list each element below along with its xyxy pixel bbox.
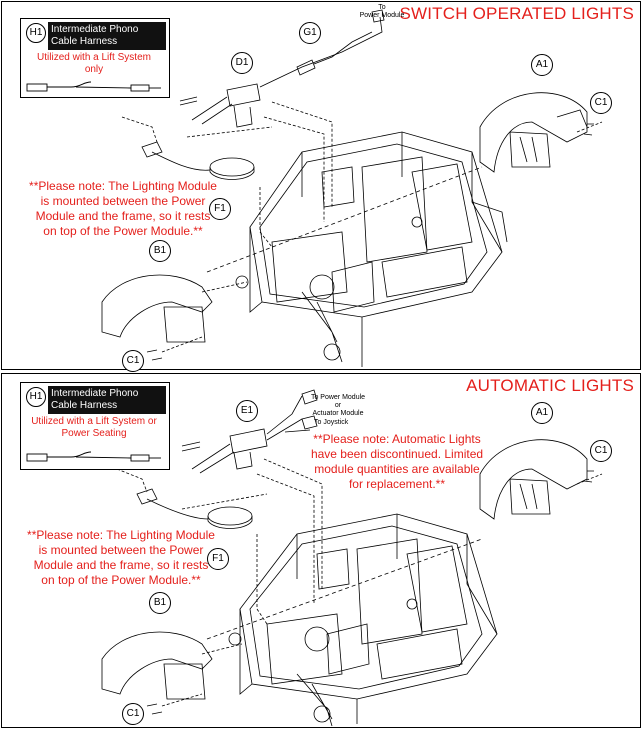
inset-note-line1: Utilized with a Lift System <box>37 52 151 63</box>
callout-c1-right: C1 <box>590 440 612 462</box>
to-power-line2: or <box>334 402 342 409</box>
auto-note-line2: have been discontinued. Limited <box>310 447 484 461</box>
callout-g1: G1 <box>299 22 321 44</box>
callout-c1-left: C1 <box>122 703 144 725</box>
inset-heading: Intermediate Phono Cable Harness <box>48 386 166 414</box>
note-line4: on top of the Power Module.** <box>41 573 201 587</box>
callout-c1-left: C1 <box>122 350 144 372</box>
frame-drawing <box>101 389 603 727</box>
note-line2: is mounted between the Power <box>38 543 204 557</box>
callout-b1: B1 <box>149 592 171 614</box>
automatic-lights-panel: AUTOMATIC LIGHTS H1 Intermediate Phono C… <box>1 373 641 728</box>
auto-note-line3: module quantities are available <box>314 462 480 476</box>
callout-h1: H1 <box>26 387 46 407</box>
auto-note-line4: for replacement.** <box>348 477 446 491</box>
lighting-module-note: **Please note: The Lighting Module is mo… <box>2 528 240 588</box>
to-power-line1: To <box>378 4 386 11</box>
to-power-line2: Power Module <box>359 12 405 19</box>
note-line2: is mounted between the Power <box>40 194 206 208</box>
inset-note: Utilized with a Lift System only <box>25 52 163 76</box>
auto-note-line1: **Please note: Automatic Lights <box>313 432 481 446</box>
callout-c1-right: C1 <box>590 92 612 114</box>
harness-cable-drawing <box>26 451 161 462</box>
panel-title: AUTOMATIC LIGHTS <box>466 376 634 395</box>
callout-h1: H1 <box>26 23 46 43</box>
callout-a1: A1 <box>531 402 553 424</box>
to-power-module-label: To Power Module or Actuator Module <box>298 394 378 418</box>
to-joystick-label: To Joystick <box>314 419 349 426</box>
cable-harness-inset: H1 Intermediate Phono Cable Harness Util… <box>20 18 170 98</box>
note-line3: Module and the frame, so it rests <box>33 558 209 572</box>
callout-b1: B1 <box>149 240 171 262</box>
harness-cable-drawing <box>26 81 161 92</box>
note-line3: Module and the frame, so it rests <box>35 209 211 223</box>
inset-heading-line2: Cable Harness <box>51 36 118 47</box>
note-line1: **Please note: The Lighting Module <box>29 179 217 193</box>
callout-e1: E1 <box>236 400 258 422</box>
lighting-module-note: **Please note: The Lighting Module is mo… <box>4 179 242 239</box>
note-line1: **Please note: The Lighting Module <box>27 528 215 542</box>
to-power-line3: Actuator Module <box>312 410 364 417</box>
inset-heading-line1: Intermediate Phono <box>51 24 139 35</box>
callout-f1: F1 <box>207 548 229 570</box>
inset-note-line2: only <box>84 64 104 75</box>
callout-f1: F1 <box>209 198 231 220</box>
inset-note-line2: Power Seating <box>61 428 127 439</box>
discontinued-note: **Please note: Automatic Lights have bee… <box>302 432 492 492</box>
cable-harness-inset: H1 Intermediate Phono Cable Harness Util… <box>20 382 170 470</box>
inset-heading-line2: Cable Harness <box>51 400 118 411</box>
to-power-line1: To Power Module <box>310 394 366 401</box>
inset-note: Utilized with a Lift System or Power Sea… <box>25 416 163 440</box>
switch-operated-lights-panel: SWITCH OPERATED LIGHTS H1 Intermediate P… <box>1 1 641 372</box>
note-line4: on top of the Power Module.** <box>43 224 203 238</box>
to-power-module-label: To Power Module <box>347 4 417 20</box>
inset-header: H1 Intermediate Phono Cable Harness <box>26 22 166 50</box>
inset-header: H1 Intermediate Phono Cable Harness <box>26 386 166 414</box>
panel-title: SWITCH OPERATED LIGHTS <box>399 4 634 23</box>
inset-note-line1: Utilized with a Lift System or <box>31 416 157 427</box>
inset-heading: Intermediate Phono Cable Harness <box>48 22 166 50</box>
frame-drawing <box>101 9 603 367</box>
callout-d1: D1 <box>231 52 253 74</box>
callout-a1: A1 <box>531 54 553 76</box>
inset-heading-line1: Intermediate Phono <box>51 388 139 399</box>
